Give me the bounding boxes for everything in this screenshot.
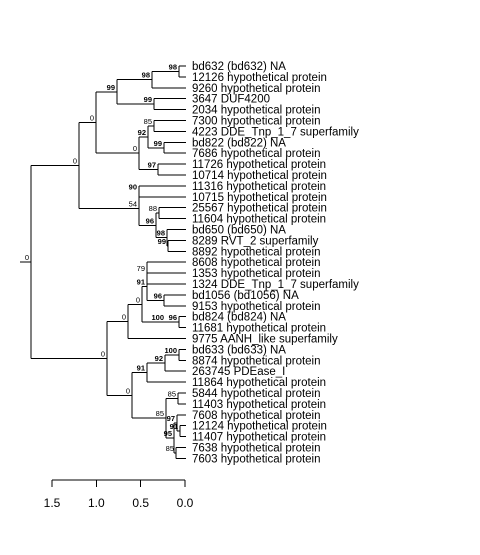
bootstrap-label: 100 <box>164 346 177 355</box>
bootstrap-label: 0 <box>73 156 77 165</box>
leaf-label: 11407 hypothetical protein <box>192 432 326 444</box>
leaf-label: 7300 hypothetical protein <box>192 116 321 128</box>
bootstrap-label: 0 <box>133 144 137 153</box>
bootstrap-label: 91 <box>137 278 145 287</box>
bootstrap-label: 91 <box>170 422 178 431</box>
bootstrap-label: 96 <box>154 291 162 300</box>
bootstrap-label: 100 <box>151 313 164 322</box>
leaf-label: 9260 hypothetical protein <box>192 83 321 95</box>
leaf-label: 11864 hypothetical protein <box>192 377 326 389</box>
leaf-label: 11681 hypothetical protein <box>192 323 326 335</box>
leaf-label: 7638 hypothetical protein <box>192 443 321 455</box>
leaf-label: 9153 hypothetical protein <box>192 301 321 313</box>
leaf-label: bd632 (bd632) NA <box>192 61 286 73</box>
leaf-label: bd824 (bd824) NA <box>192 312 286 324</box>
bootstrap-label: 95 <box>164 429 172 438</box>
leaf-label: 11726 hypothetical protein <box>192 159 326 171</box>
leaf-label: 12126 hypothetical protein <box>192 72 327 84</box>
leaf-label: bd1056 (bd1056) NA <box>192 290 299 302</box>
leaf-label: 3647 DUF4200 <box>192 94 270 106</box>
bootstrap-label: 88 <box>149 204 157 213</box>
bootstrap-label: 99 <box>158 237 166 246</box>
leaf-label: bd650 (bd650) NA <box>192 225 286 237</box>
bootstrap-label: 0 <box>25 253 29 262</box>
bootstrap-label: 85 <box>144 117 152 126</box>
bootstrap-label: 0 <box>136 295 140 304</box>
scale-bar-tick-label: 0.0 <box>177 496 194 510</box>
bootstrap-label: 96 <box>169 313 177 322</box>
leaf-label: 12124 hypothetical protein <box>192 421 327 433</box>
bootstrap-label: 0 <box>126 386 130 395</box>
leaf-label: bd633 (bd633) NA <box>192 344 286 356</box>
scale-bar-tick-label: 1.0 <box>88 496 105 510</box>
bootstrap-label: 92 <box>155 354 163 363</box>
bootstrap-label: 99 <box>144 95 152 104</box>
leaf-label: 11604 hypothetical protein <box>192 214 326 226</box>
bootstrap-label: 92 <box>138 128 146 137</box>
bootstrap-label: 85 <box>166 444 174 453</box>
bootstrap-label: 96 <box>146 216 154 225</box>
leaf-label: 11316 hypothetical protein <box>192 181 326 193</box>
bootstrap-label: 97 <box>148 161 156 170</box>
bootstrap-label: 98 <box>157 229 165 238</box>
bootstrap-label: 98 <box>142 71 150 80</box>
leaf-label: 8289 RVT_2 superfamily <box>192 235 319 247</box>
bootstrap-label: 0 <box>122 312 126 321</box>
bootstrap-label: 99 <box>154 139 162 148</box>
leaf-label: 263745 PDEase_I <box>192 366 285 378</box>
leaf-label: 10715 hypothetical protein <box>192 192 327 204</box>
bootstrap-label: 85 <box>156 409 164 418</box>
leaf-label: 8608 hypothetical protein <box>192 257 321 269</box>
bootstrap-label: 0 <box>90 114 94 123</box>
bootstrap-label: 54 <box>129 199 137 208</box>
leaf-label: 1324 DDE_Tnp_1_7 superfamily <box>192 279 359 291</box>
leaf-label: 8874 hypothetical protein <box>192 355 321 367</box>
leaf-label: 7686 hypothetical protein <box>192 148 321 160</box>
bootstrap-label: 99 <box>107 83 115 92</box>
bootstrap-label: 85 <box>168 389 176 398</box>
leaf-label: bd822 (bd822) NA <box>192 137 286 149</box>
leaf-label: 25567 hypothetical protein <box>192 203 327 215</box>
bootstrap-label: 91 <box>137 364 145 373</box>
bootstrap-label: 90 <box>129 182 137 191</box>
bootstrap-label: 79 <box>137 264 145 273</box>
scale-bar-tick-label: 1.5 <box>44 496 61 510</box>
bootstrap-label: 97 <box>167 414 175 423</box>
leaf-label: 10714 hypothetical protein <box>192 170 327 182</box>
bootstrap-label: 0 <box>101 349 105 358</box>
leaf-label: 7608 hypothetical protein <box>192 410 321 422</box>
leaf-label: 4223 DDE_Tnp_1_7 superfamily <box>192 126 359 138</box>
leaf-label: 11403 hypothetical protein <box>192 399 326 411</box>
leaf-label: 7603 hypothetical protein <box>192 453 321 465</box>
bootstrap-label: 98 <box>169 62 177 71</box>
leaf-label: 2034 hypothetical protein <box>192 105 321 117</box>
leaf-label: 5844 hypothetical protein <box>192 388 321 400</box>
leaf-label: 9775 AANH_like superfamily <box>192 334 338 346</box>
leaf-label: 1353 hypothetical protein <box>192 268 321 280</box>
leaf-label: 8892 hypothetical protein <box>192 246 321 258</box>
scale-bar-tick-label: 0.5 <box>132 496 149 510</box>
